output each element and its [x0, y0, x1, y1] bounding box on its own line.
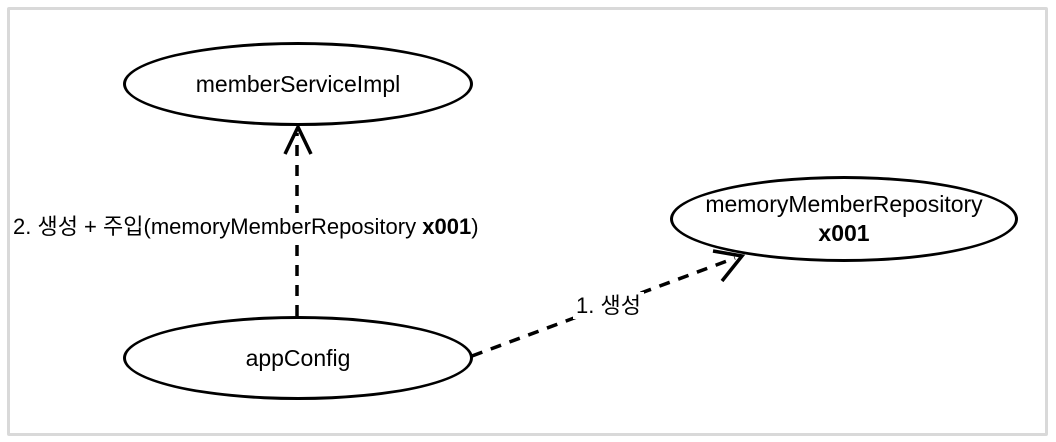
- node-member-service-impl-label: memberServiceImpl: [195, 70, 401, 97]
- inject-edge-label-prefix: 2. 생성 + 주입(memoryMemberRepository: [13, 214, 423, 239]
- node-app-config-label: appConfig: [245, 344, 351, 371]
- node-memory-member-repository-instance: x001: [818, 220, 870, 246]
- create-edge-label-text: 1. 생성: [576, 293, 641, 318]
- node-app-config: appConfig: [123, 316, 473, 400]
- create-edge-label: 1. 생성: [573, 292, 644, 320]
- inject-arrowhead-icon: [283, 122, 313, 155]
- node-memory-member-repository: memoryMemberRepository x001: [670, 176, 1018, 262]
- create-arrowhead-icon: [712, 249, 746, 283]
- inject-edge-label: 2. 생성 + 주입(memoryMemberRepository x001): [10, 213, 482, 241]
- inject-edge-label-suffix: ): [471, 214, 479, 239]
- node-memory-member-repository-label: memoryMemberRepository: [705, 191, 983, 218]
- diagram-frame: [7, 7, 1048, 436]
- inject-edge-label-bold: x001: [422, 214, 472, 239]
- node-member-service-impl: memberServiceImpl: [123, 42, 473, 126]
